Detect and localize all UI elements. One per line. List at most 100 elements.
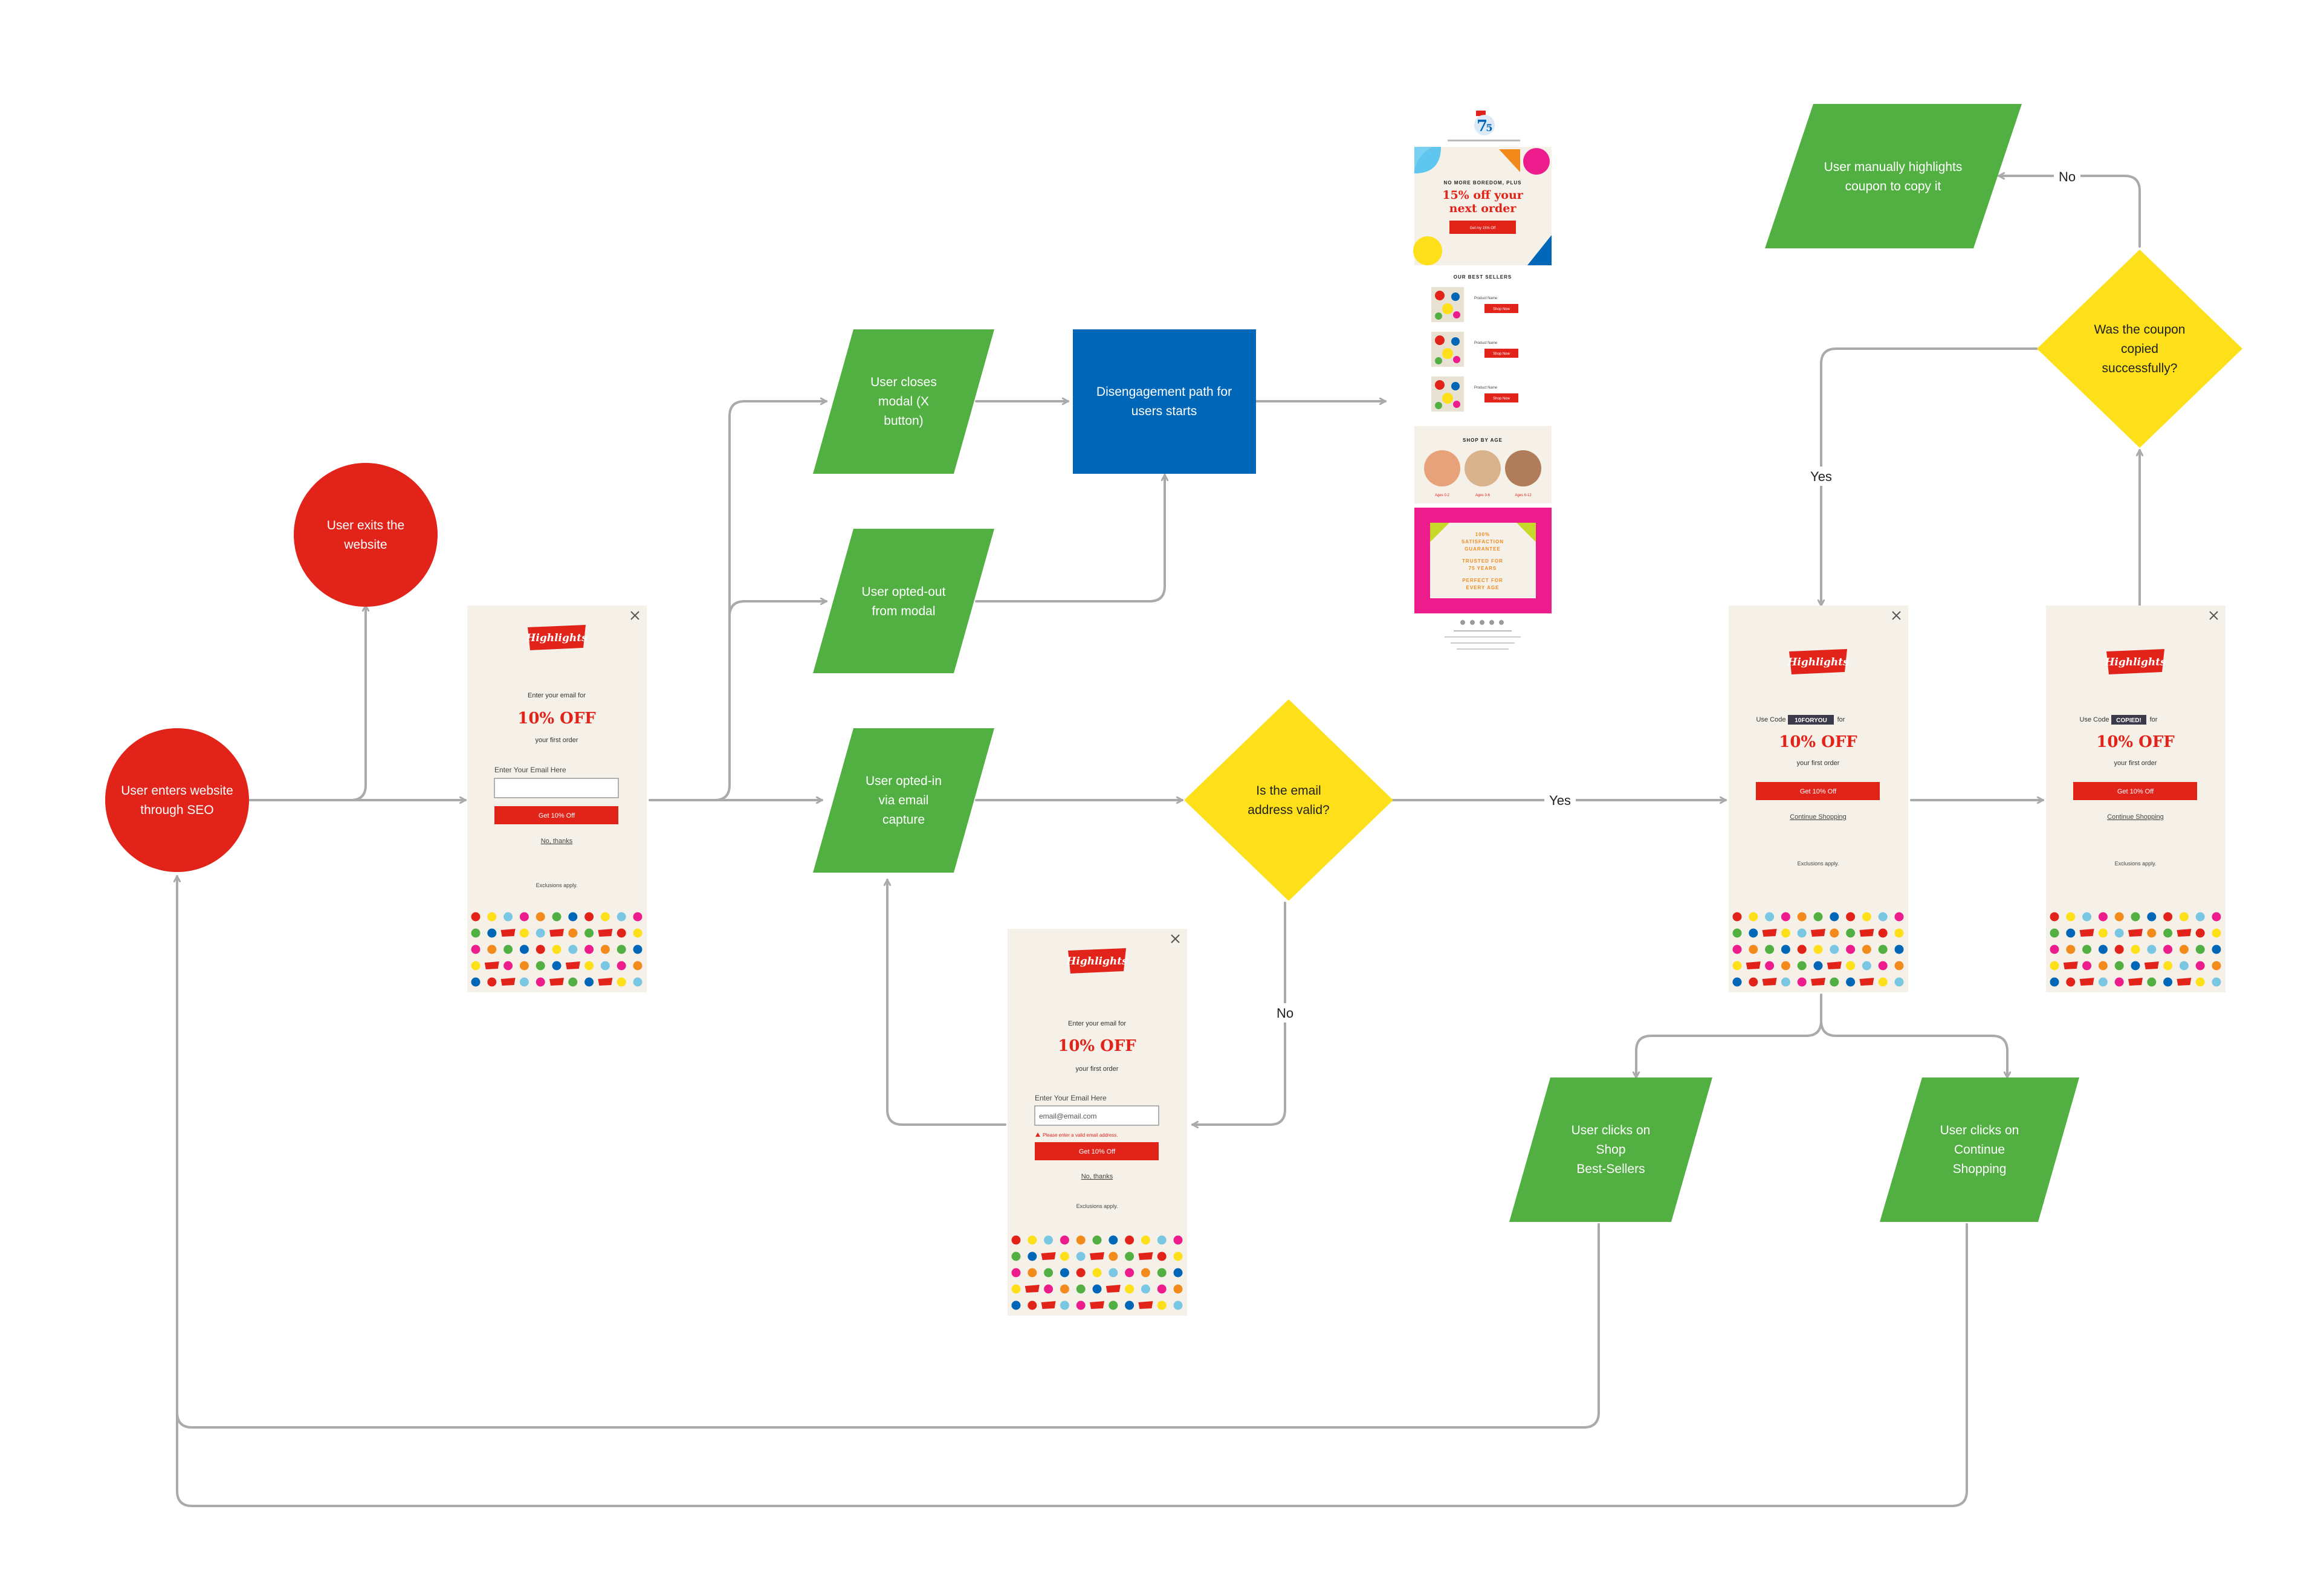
continue-shopping-link[interactable]: Continue Shopping [1790, 813, 1847, 821]
product-row: Product Name Shop Now [1431, 376, 1518, 412]
confetti-dot [519, 928, 529, 938]
confetti-dot [1141, 1235, 1150, 1245]
continue-shopping-link[interactable]: Continue Shopping [2107, 813, 2164, 821]
confetti-dot [484, 961, 499, 969]
confetti-dot [1878, 961, 1888, 971]
svg-text:SHOP BY AGE: SHOP BY AGE [1463, 438, 1503, 443]
svg-text:10% OFF: 10% OFF [1058, 1037, 1136, 1055]
svg-text:100%: 100% [1475, 532, 1490, 537]
confetti-dot [633, 928, 643, 938]
confetti-dot [1044, 1268, 1054, 1278]
confetti-dot [1060, 1268, 1069, 1278]
close-icon[interactable] [630, 611, 639, 620]
connector-code-to-continue [1820, 1019, 2007, 1079]
warning-icon [1035, 1132, 1040, 1137]
confetti-dot [1878, 945, 1888, 954]
confetti-dot [1092, 1268, 1102, 1278]
instagram-icon[interactable] [1470, 620, 1475, 625]
confetti-dot [1125, 1252, 1135, 1261]
facebook-icon[interactable] [1460, 620, 1465, 625]
confetti-dot [617, 961, 626, 971]
confetti-dot [584, 961, 594, 971]
coupon-code[interactable] [1788, 715, 1834, 725]
confetti-dot [536, 961, 545, 971]
confetti-dots [1732, 912, 1904, 987]
svg-text:15% off your: 15% off your [1442, 189, 1524, 202]
confetti-dot [500, 978, 516, 986]
shop-now-button[interactable] [1484, 393, 1518, 402]
get-offer-button[interactable] [1756, 782, 1880, 800]
confetti-dot [519, 945, 529, 954]
svg-text:Exclusions apply.: Exclusions apply. [2115, 861, 2157, 867]
svg-text:EVERY AGE: EVERY AGE [1466, 585, 1500, 590]
confetti-dot [1125, 1235, 1135, 1245]
close-icon[interactable] [2209, 611, 2218, 620]
confetti-dot [471, 961, 481, 971]
shop-now-button[interactable] [1484, 349, 1518, 358]
email-input[interactable] [494, 778, 619, 798]
highlights-logo: Highlights [525, 625, 588, 650]
confetti-dot [1041, 1301, 1056, 1309]
email-input[interactable] [1034, 1105, 1159, 1126]
edge-label-valid-no: No [1272, 1003, 1298, 1023]
confetti-dot [568, 977, 578, 987]
email-hero-button[interactable] [1449, 221, 1516, 234]
confetti-dot [2212, 977, 2221, 987]
svg-text:Enter Your Email Here: Enter Your Email Here [1035, 1094, 1107, 1102]
confetti-dot [1781, 977, 1790, 987]
get-offer-button[interactable] [2073, 782, 2197, 800]
confetti-dot [1173, 1235, 1183, 1245]
confetti-dot [1141, 1268, 1150, 1278]
close-icon[interactable] [1171, 934, 1180, 943]
confetti-dot [617, 912, 626, 922]
close-icon[interactable] [1892, 611, 1901, 620]
confetti-dot [1732, 945, 1742, 954]
modal-coupon-copied: Highlights Use Code COPIED! for 10% OFF … [2046, 606, 2226, 992]
twitter-icon[interactable] [1489, 620, 1494, 625]
no-thanks-link[interactable]: No, thanks [1081, 1173, 1113, 1180]
confetti-dot [2050, 945, 2059, 954]
confetti-dot [1762, 929, 1777, 937]
confetti-dot [1862, 961, 1871, 971]
shop-now-button[interactable] [1484, 304, 1518, 313]
confetti-dot [1813, 912, 1823, 922]
svg-text:PERFECT FOR: PERFECT FOR [1462, 578, 1503, 583]
confetti-dot [1765, 912, 1775, 922]
svg-text:your first order: your first order [536, 737, 578, 744]
confetti-dot [519, 961, 529, 971]
node-label-line: via email [879, 793, 929, 807]
node-label-line: website [343, 538, 387, 552]
product-row: Product Name Shop Now [1431, 332, 1518, 367]
youtube-icon[interactable] [1480, 620, 1484, 625]
confetti-dot [1011, 1252, 1021, 1261]
confetti-dot [2163, 928, 2173, 938]
confetti-dots [2050, 912, 2221, 987]
confetti-dot [1878, 912, 1888, 922]
confetti-dot [584, 912, 594, 922]
no-thanks-link[interactable]: No, thanks [541, 838, 573, 845]
confetti-dot [2066, 912, 2076, 922]
confetti-dot [2050, 928, 2059, 938]
confetti-dot [2098, 977, 2108, 987]
confetti-dot [1025, 1285, 1040, 1293]
confetti-dot [1028, 1235, 1037, 1245]
confetti-dot [2128, 978, 2143, 986]
confetti-dot [1138, 1252, 1153, 1260]
svg-text:5: 5 [1486, 122, 1492, 134]
get-offer-button[interactable] [494, 806, 618, 824]
svg-text:Get 10% Off: Get 10% Off [539, 812, 575, 819]
get-offer-button[interactable] [1035, 1142, 1159, 1160]
node-label-line: User closes [870, 375, 937, 389]
confetti-dot [503, 912, 513, 922]
confetti-dot [1732, 977, 1742, 987]
confetti-dot [2131, 945, 2140, 954]
svg-text:Shop Now: Shop Now [1493, 397, 1510, 401]
confetti-dot [2082, 961, 2092, 971]
confetti-dot [1011, 1284, 1021, 1294]
confetti-dot [2147, 977, 2157, 987]
confetti-dot [1846, 912, 1856, 922]
pinterest-icon[interactable] [1499, 620, 1504, 625]
